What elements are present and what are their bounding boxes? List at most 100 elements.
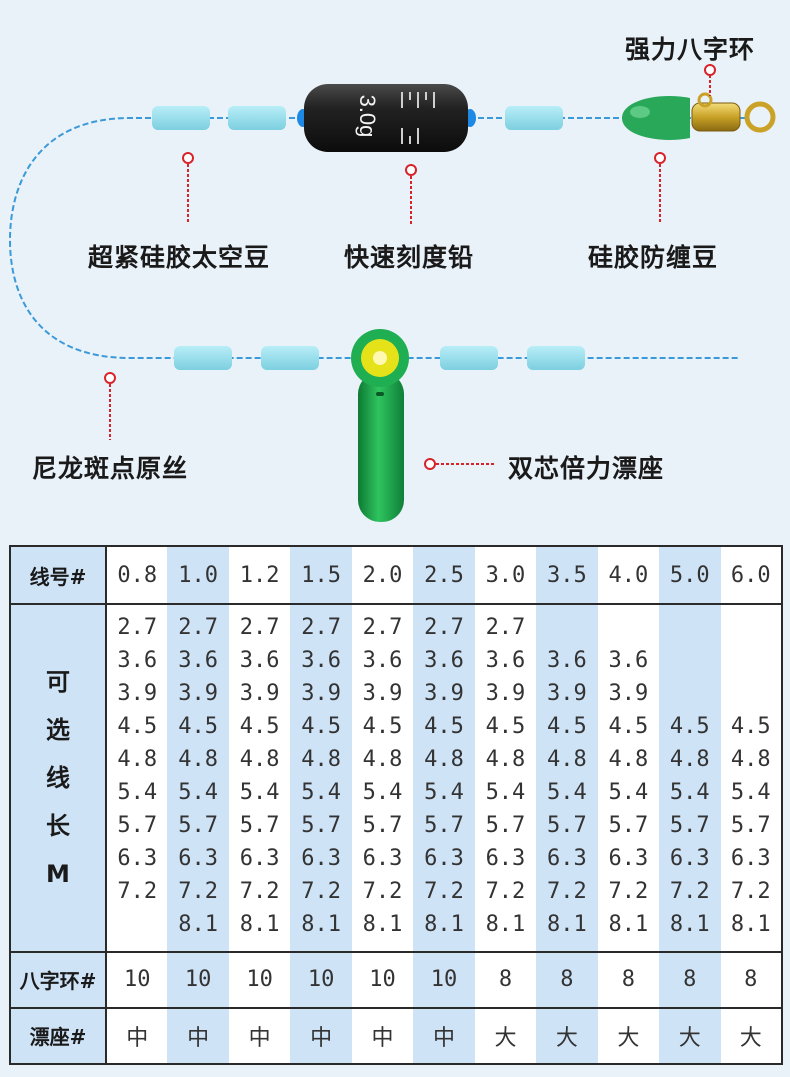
length-value: 4.5 [239, 714, 280, 740]
length-value: 6.3 [547, 846, 587, 872]
swivel-size-cell: 8 [536, 950, 598, 1009]
length-value: 4.8 [301, 747, 341, 773]
length-value: 5.7 [730, 813, 771, 839]
length-value: 8.1 [485, 912, 526, 938]
length-value: 3.9 [547, 681, 587, 707]
length-value: 4.5 [178, 714, 219, 740]
length-value: 3.9 [608, 681, 649, 707]
length-value: 3.9 [301, 681, 341, 707]
line-number-cell: 3.5 [536, 544, 598, 606]
length-value: 2.7 [117, 615, 158, 641]
header-length-char: 选 [46, 715, 70, 744]
length-value: 3.6 [485, 648, 526, 674]
length-value: 2.7 [301, 615, 341, 641]
space-bead [440, 346, 498, 370]
length-value: 4.8 [424, 747, 464, 773]
length-value: 5.4 [301, 780, 341, 806]
length-value: 5.4 [239, 780, 280, 806]
length-value [598, 611, 659, 644]
seat-size-cell: 中 [413, 1006, 475, 1066]
length-value: 4.8 [608, 747, 649, 773]
length-value: 4.5 [669, 714, 710, 740]
swivel-icon [691, 92, 776, 133]
length-value: 8.1 [669, 912, 710, 938]
sinker-icon: 3.0g [297, 84, 476, 152]
length-value: 4.8 [730, 747, 771, 773]
length-value: 6.3 [362, 846, 403, 872]
length-value: 5.7 [669, 813, 710, 839]
length-value: 3.6 [424, 648, 464, 674]
length-value: 7.2 [485, 879, 526, 905]
swivel-size-cell: 10 [351, 950, 414, 1009]
length-value: 3.6 [239, 648, 280, 674]
length-value: 4.5 [730, 714, 771, 740]
length-value: 5.7 [608, 813, 649, 839]
length-value: 2.7 [178, 615, 219, 641]
length-value: 5.4 [178, 780, 219, 806]
length-value: 4.5 [485, 714, 526, 740]
swivel-size-cell: 8 [720, 950, 783, 1009]
length-value: 4.5 [117, 714, 158, 740]
length-value: 5.4 [424, 780, 464, 806]
swivel-size-cell: 10 [104, 950, 168, 1009]
length-value: 3.6 [301, 648, 341, 674]
length-value: 6.3 [239, 846, 280, 872]
header-length-char: 线 [46, 763, 70, 792]
length-value: 4.5 [608, 714, 649, 740]
line-number-cell: 1.0 [167, 544, 229, 606]
header-line-number: 线号# [9, 544, 107, 606]
line-number-cell: 1.5 [290, 544, 352, 606]
swivel-size-cell: 10 [413, 950, 475, 1009]
length-value: 5.4 [117, 780, 158, 806]
line-number-cell: 0.8 [104, 544, 168, 606]
length-value: 4.8 [178, 747, 219, 773]
length-value: 6.3 [424, 846, 464, 872]
length-value: 6.3 [730, 846, 771, 872]
length-value: 4.5 [301, 714, 341, 740]
length-value: 7.2 [178, 879, 219, 905]
length-value: 3.9 [362, 681, 403, 707]
space-bead [174, 346, 232, 370]
label-anti-tangle: 硅胶防缠豆 [588, 243, 719, 272]
length-value: 8.1 [608, 912, 649, 938]
line-number-cell: 2.0 [351, 544, 414, 606]
length-value: 5.7 [117, 813, 158, 839]
length-value: 8.1 [301, 912, 341, 938]
length-value [536, 611, 597, 644]
length-value [721, 677, 781, 710]
length-value [107, 908, 167, 941]
length-value: 5.7 [178, 813, 219, 839]
space-bead [527, 346, 585, 370]
length-value: 3.6 [362, 648, 403, 674]
length-value: 3.9 [117, 681, 158, 707]
length-value: 7.2 [730, 879, 771, 905]
length-value: 3.9 [424, 681, 464, 707]
swivel-size-cell: 10 [167, 950, 229, 1009]
svg-text:3.0g: 3.0g [355, 95, 380, 138]
seat-size-cell: 中 [290, 1006, 352, 1066]
length-value: 7.2 [301, 879, 341, 905]
length-value [659, 677, 720, 710]
length-value: 3.6 [547, 648, 587, 674]
length-value: 5.7 [424, 813, 464, 839]
seat-size-cell: 大 [720, 1006, 783, 1066]
length-value: 5.4 [730, 780, 771, 806]
line-number-cell: 5.0 [659, 544, 721, 606]
swivel-size-cell: 10 [228, 950, 291, 1009]
length-value: 4.8 [117, 747, 158, 773]
header-length-char: 长 [46, 811, 70, 840]
length-value: 5.4 [608, 780, 649, 806]
length-value: 6.3 [301, 846, 341, 872]
length-value: 4.8 [362, 747, 403, 773]
length-value: 3.9 [485, 681, 526, 707]
length-value: 3.6 [117, 648, 158, 674]
length-value: 4.5 [424, 714, 464, 740]
length-value: 8.1 [362, 912, 403, 938]
length-value: 8.1 [547, 912, 587, 938]
